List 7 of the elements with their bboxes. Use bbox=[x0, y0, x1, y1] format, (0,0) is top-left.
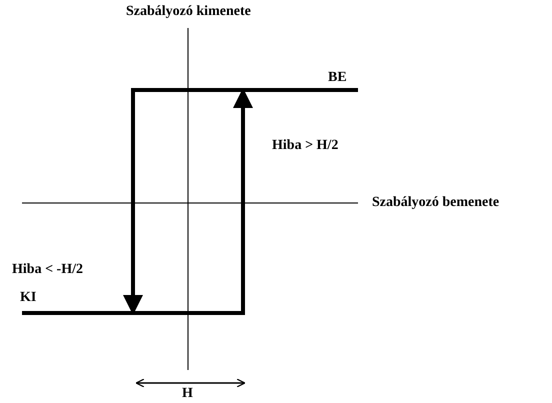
state-label: BE bbox=[328, 70, 347, 86]
dimension-label: H bbox=[182, 386, 193, 402]
state-label: KI bbox=[20, 290, 36, 306]
axis-label: Szabályozó bemenete bbox=[372, 195, 500, 211]
axis-label: Szabályozó kimenete bbox=[126, 4, 251, 20]
condition-label: Hiba < -H/2 bbox=[12, 262, 83, 278]
condition-label: Hiba > H/2 bbox=[272, 138, 338, 154]
